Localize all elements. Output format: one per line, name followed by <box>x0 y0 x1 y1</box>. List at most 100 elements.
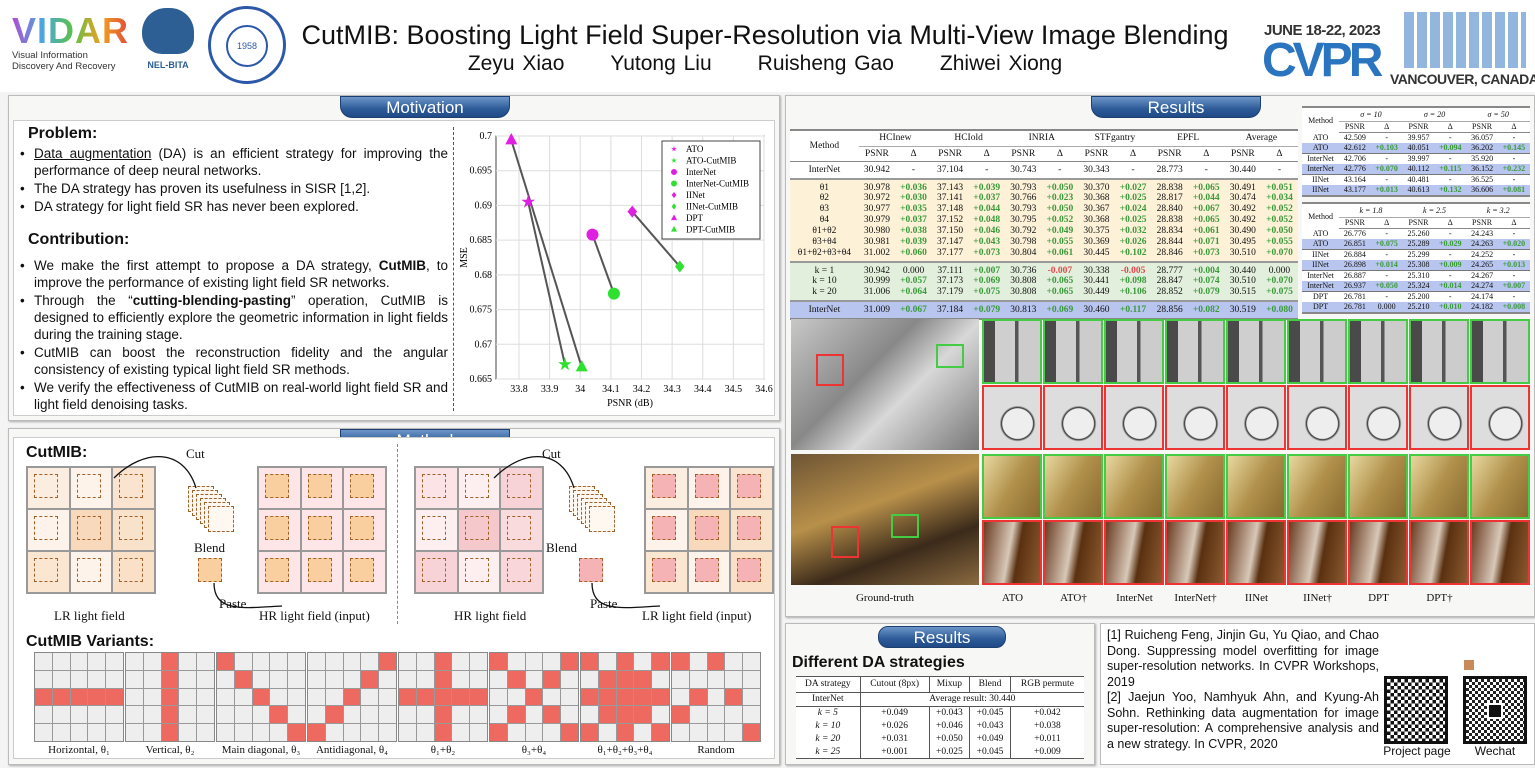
project-qr-code[interactable] <box>1384 676 1448 744</box>
value-cell: 37.150 <box>937 226 964 236</box>
view-cell <box>743 670 760 688</box>
average-result: Average result: 30.440 <box>859 692 1084 707</box>
method-cell: θ4 <box>819 215 830 225</box>
legend-marker <box>671 192 677 198</box>
y-tick-label: 0.665 <box>470 374 493 385</box>
view-cell <box>731 552 772 592</box>
value-cell: +0.025 <box>928 745 970 758</box>
subheader: PSNR <box>1339 217 1371 229</box>
view-cell <box>434 688 452 706</box>
method-label: InterNet† <box>1174 592 1217 604</box>
value-cell: +0.030 <box>900 193 927 203</box>
y-tick-label: 0.67 <box>475 339 493 350</box>
value-cell: 40.051 <box>1402 142 1435 154</box>
view-cell <box>106 688 123 706</box>
subheader: Δ <box>895 146 932 162</box>
value-cell: +0.079 <box>1187 286 1225 302</box>
patch-outline <box>265 474 289 498</box>
view-cell <box>399 724 416 741</box>
view-cell <box>361 706 379 724</box>
data-point-dpt-cutmib <box>575 359 588 372</box>
view-cell <box>743 706 760 724</box>
subheader: PSNR <box>1402 217 1435 229</box>
method-cell: k = 10 <box>812 276 837 286</box>
value-cell: 26.884 <box>1343 250 1366 259</box>
view-cell <box>652 688 669 706</box>
view-cell <box>616 724 634 741</box>
cvpr-location: VANCOUVER, CANADA <box>1390 71 1535 87</box>
patch-outline <box>422 516 446 540</box>
view-cell <box>634 724 652 741</box>
value-cell: 28.844 <box>1156 237 1183 247</box>
view-cell <box>88 724 106 741</box>
subheader: PSNR <box>1078 146 1115 162</box>
patch-outline <box>350 558 375 582</box>
view-cell <box>179 706 197 724</box>
method-cell: InterNet <box>1307 271 1334 280</box>
value-cell: +0.065 <box>1046 276 1074 286</box>
value-cell: +0.032 <box>1119 226 1147 236</box>
table-row: k = 5+0.049+0.043+0.045+0.042 <box>796 706 1084 719</box>
value-cell: +0.043 <box>969 719 1011 732</box>
view-cell <box>217 706 234 724</box>
column-header: σ = 50 <box>1466 108 1530 122</box>
value-cell: +0.052 <box>1266 215 1293 225</box>
value-cell: - <box>1448 229 1452 238</box>
contribution-item: We make the first attempt to propose a D… <box>18 257 448 291</box>
view-cell <box>113 468 154 508</box>
value-cell: 28.852 <box>1151 286 1188 302</box>
view-cell <box>652 653 669 670</box>
view-cell <box>672 653 689 670</box>
view-cell <box>634 706 652 724</box>
view-cell <box>470 724 487 741</box>
value-cell: 30.510 <box>1224 247 1261 263</box>
view-cell <box>490 724 507 741</box>
variant-label: Horizontal, θ₁ <box>48 744 110 756</box>
lr-light-field-grid <box>26 466 156 594</box>
view-cell <box>179 724 197 741</box>
motivation-panel: Motivation Problem: Data augmentation (D… <box>8 95 780 421</box>
zoomed-patch-green <box>1043 319 1103 384</box>
value-cell: 28.773 <box>1151 161 1188 180</box>
view-cell <box>507 653 525 670</box>
column-header: EPFL <box>1151 131 1225 147</box>
method-cell: ATO <box>1312 132 1329 142</box>
connector-line <box>510 139 583 368</box>
reference-item: [1] Ruicheng Feng, Jinjin Gu, Yu Qiao, a… <box>1107 628 1379 689</box>
legend-marker <box>671 180 677 187</box>
view-cell <box>434 724 452 741</box>
view-cell <box>416 670 434 688</box>
patch-outline <box>119 558 144 582</box>
value-cell: 30.440 <box>1224 161 1261 180</box>
zoomed-patch-red <box>982 385 1042 450</box>
green-crop-box <box>936 344 964 368</box>
value-cell: +0.065 <box>1192 182 1220 193</box>
view-cell <box>581 688 598 706</box>
value-cell: - <box>1385 175 1388 184</box>
value-cell: 30.981 <box>863 237 890 247</box>
vancouver-skyline <box>1404 12 1526 68</box>
method-cell: ATO <box>1302 238 1340 250</box>
view-cell <box>490 688 507 706</box>
references-panel: [1] Ruicheng Feng, Jinjin Gu, Yu Qiao, a… <box>1100 623 1535 765</box>
legend-entry: InterNet <box>686 167 716 177</box>
value-cell: 30.491 <box>1229 182 1256 193</box>
value-cell: 30.343 <box>1078 161 1115 180</box>
patch-outline <box>507 558 532 582</box>
method-cell: IINet <box>1312 175 1329 184</box>
value-cell: 28.817 <box>1156 193 1183 203</box>
wechat-qr-code[interactable] <box>1463 676 1527 744</box>
view-cell <box>325 688 343 706</box>
view-cell <box>725 653 743 670</box>
view-cell <box>52 670 70 688</box>
view-cell <box>217 724 234 741</box>
view-cell <box>270 706 288 724</box>
